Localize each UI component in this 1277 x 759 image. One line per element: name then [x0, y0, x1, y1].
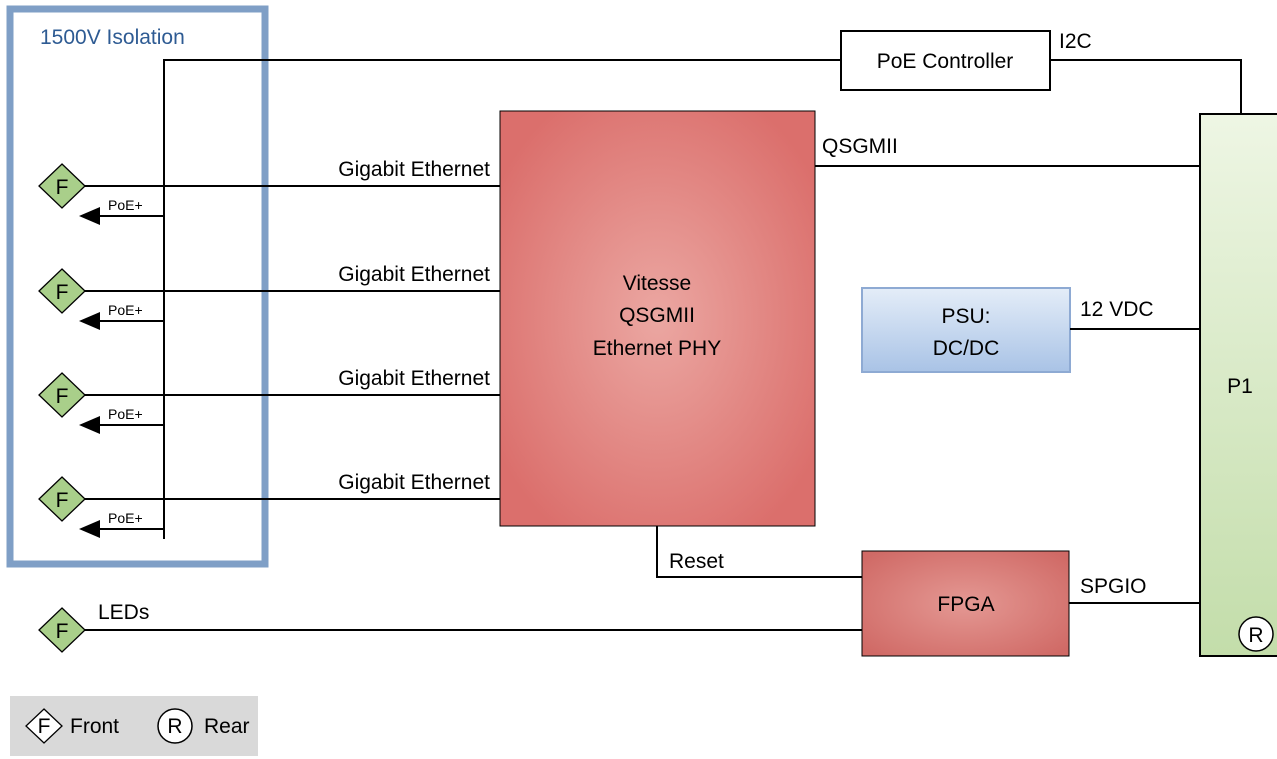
poe-label: PoE+: [108, 302, 143, 318]
leds-front-connector: F: [38, 607, 86, 653]
poe-label: PoE+: [108, 510, 143, 526]
diamond-icon: [38, 607, 86, 653]
phy-label-line3: Ethernet PHY: [593, 337, 721, 360]
port-connector-symbol: F: [56, 176, 69, 199]
arrow-left-icon: [79, 207, 100, 225]
arrow-left-icon: [79, 520, 100, 538]
legend-front-label: Front: [70, 715, 119, 738]
poe-label: PoE+: [108, 197, 143, 213]
psu-label-line2: DC/DC: [933, 337, 1000, 360]
reset-label: Reset: [669, 550, 724, 573]
arrow-left-icon: [79, 416, 100, 434]
poe-controller-block: [840, 30, 1051, 91]
leds-label: LEDs: [98, 601, 149, 624]
spgio-label: SPGIO: [1080, 575, 1147, 598]
port-connector-symbol: F: [56, 281, 69, 304]
psu-label-line1: PSU:: [941, 305, 990, 328]
phy-label-line2: QSGMII: [619, 304, 695, 327]
isolation-label: 1500V Isolation: [40, 26, 185, 49]
front-diamond-icon: [25, 708, 63, 744]
psu-block: [861, 287, 1071, 373]
port-connector-symbol: F: [56, 489, 69, 512]
port-connector-symbol: F: [56, 385, 69, 408]
i2c-label: I2C: [1059, 30, 1092, 53]
p1-label: P1: [1227, 375, 1253, 398]
legend-rear-label: Rear: [204, 715, 250, 738]
fpga-label: FPGA: [937, 593, 994, 616]
diamond-icon: [38, 372, 86, 418]
leds-connector-symbol: F: [56, 620, 69, 643]
poe-controller-label: PoE Controller: [877, 50, 1014, 73]
phy-label-line1: Vitesse: [623, 272, 692, 295]
reset-wire: [656, 526, 862, 578]
legend-rear-symbol: R: [167, 715, 182, 738]
isolation-boundary: [6, 5, 269, 568]
port-link-label: Gigabit Ethernet: [338, 471, 490, 494]
fpga-block: [861, 550, 1070, 657]
diamond-icon: [38, 476, 86, 522]
phy-block: [499, 110, 816, 527]
diamond-icon: [38, 268, 86, 314]
poe-label: PoE+: [108, 406, 143, 422]
port-link-label: Gigabit Ethernet: [338, 367, 490, 390]
poe-control-wire: [163, 59, 841, 525]
i2c-wire: [1050, 59, 1242, 114]
p1-block: [1199, 113, 1277, 657]
port-link-label: Gigabit Ethernet: [338, 263, 490, 286]
qsgmii-label: QSGMII: [822, 135, 898, 158]
port-link-label: Gigabit Ethernet: [338, 158, 490, 181]
p1-rear-symbol: R: [1248, 624, 1263, 647]
legend-front-symbol: F: [38, 715, 51, 738]
rear-circle-icon: [157, 708, 193, 744]
p1-rear-marker: [1238, 616, 1274, 652]
diamond-icon: [38, 163, 86, 209]
arrow-left-icon: [79, 312, 100, 330]
psu-rail-label: 12 VDC: [1080, 298, 1154, 321]
